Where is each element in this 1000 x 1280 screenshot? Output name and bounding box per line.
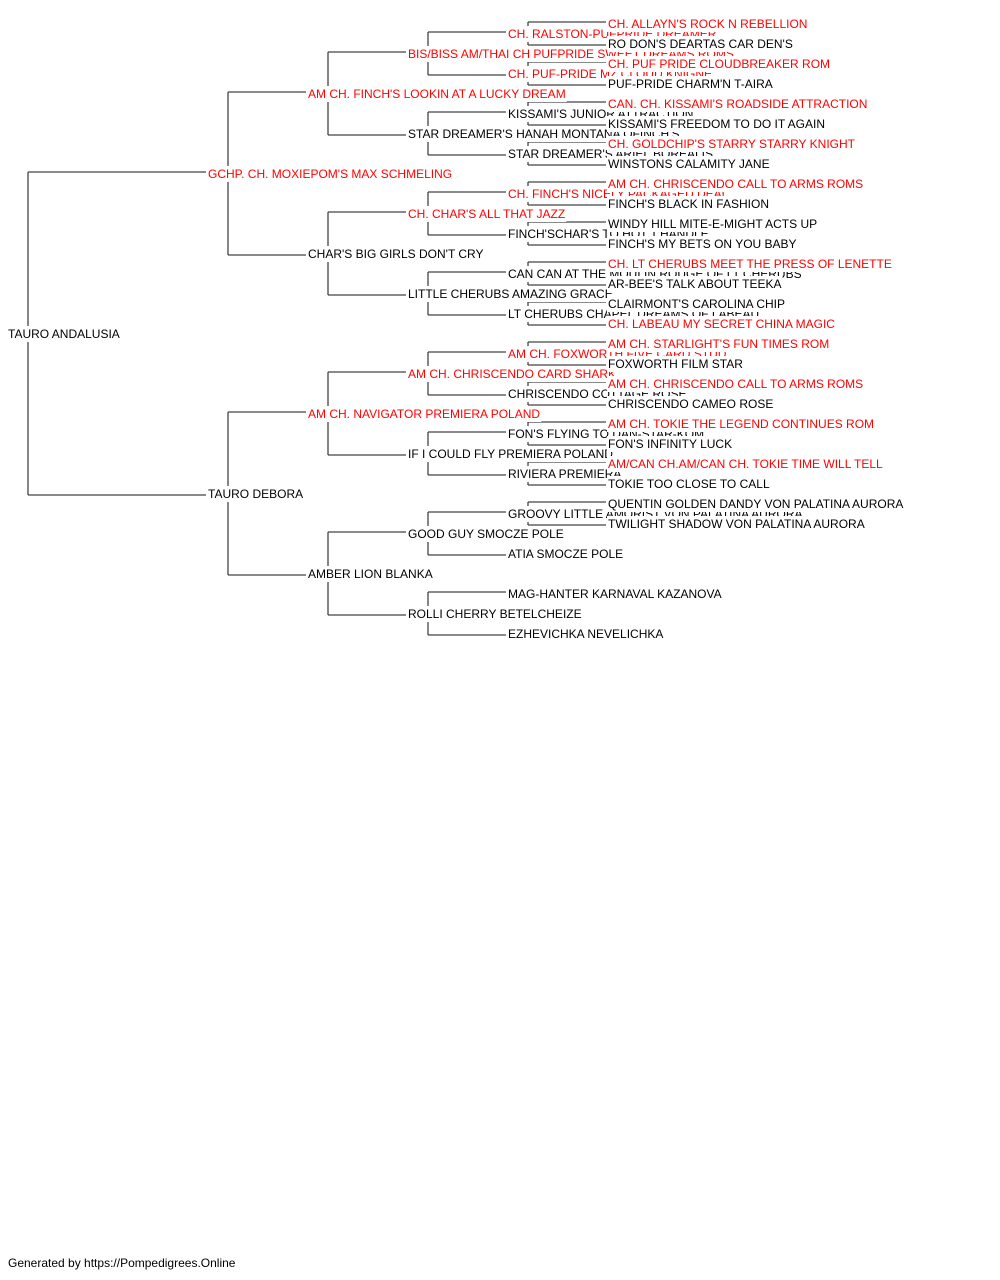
label-background xyxy=(607,436,734,452)
dog-name-gen3: IF I COULD FLY PREMIERA POLAND xyxy=(408,447,613,461)
label-background xyxy=(607,116,827,132)
dog-name-gen4: MAG-HANTER KARNAVAL KAZANOVA xyxy=(508,587,722,601)
dog-name-gen5: CHRISCENDO CAMEO ROSE xyxy=(608,397,773,411)
label-background xyxy=(307,86,567,102)
label-background xyxy=(407,366,618,382)
dog-name-gen5: KISSAMI'S FREEDOM TO DO IT AGAIN xyxy=(608,117,825,131)
dog-name-gen5: CH. GOLDCHIP'S STARRY STARRY KNIGHT xyxy=(608,137,856,151)
dog-name-gen3: GOOD GUY SMOCZE POLE xyxy=(408,527,564,541)
dog-name-gen5: CH. ALLAYN'S ROCK N REBELLION xyxy=(608,17,807,31)
dog-name-gen5: AM CH. TOKIE THE LEGEND CONTINUES ROM xyxy=(608,417,874,431)
dog-name-gen1: TAURO DEBORA xyxy=(208,487,303,501)
label-background xyxy=(407,606,583,622)
dog-name-gen5: FON'S INFINITY LUCK xyxy=(608,437,732,451)
label-background xyxy=(607,376,865,392)
label-background xyxy=(7,326,121,342)
label-background xyxy=(607,276,783,292)
dog-name-gen3: ROLLI CHERRY BETELCHEIZE xyxy=(408,607,582,621)
dog-name-gen5: FINCH'S BLACK IN FASHION xyxy=(608,197,769,211)
dog-name-gen2: AM CH. NAVIGATOR PREMIERA POLAND xyxy=(308,407,540,421)
dog-name-gen5: WINDY HILL MITE-E-MIGHT ACTS UP xyxy=(608,217,817,231)
label-background xyxy=(607,136,857,152)
label-background xyxy=(607,496,905,512)
label-background xyxy=(607,336,831,352)
dog-name-gen3: CH. CHAR'S ALL THAT JAZZ xyxy=(408,207,565,221)
dog-name-gen5: TOKIE TOO CLOSE TO CALL xyxy=(608,477,770,491)
label-background xyxy=(607,156,771,172)
dog-name-gen5: CH. LT CHERUBS MEET THE PRESS OF LENETTE xyxy=(608,257,892,271)
label-background xyxy=(407,526,565,542)
footer-credit: Generated by https://Pompedigrees.Online xyxy=(8,1256,236,1270)
dog-name-gen4: RIVIERA PREMIERA xyxy=(508,467,621,481)
label-background xyxy=(607,16,809,32)
dog-name-gen3: AM CH. CHRISCENDO CARD SHARK xyxy=(408,367,616,381)
label-background xyxy=(607,76,774,92)
dog-name-gen5: AM CH. CHRISCENDO CALL TO ARMS ROMS xyxy=(608,377,863,391)
label-background xyxy=(607,256,893,272)
label-background xyxy=(607,356,745,372)
label-background xyxy=(607,216,819,232)
label-background xyxy=(607,476,771,492)
dog-name-gen5: TWILIGHT SHADOW VON PALATINA AURORA xyxy=(608,517,865,531)
label-background xyxy=(307,566,434,582)
label-background xyxy=(607,56,832,72)
label-background xyxy=(207,486,305,502)
label-background xyxy=(607,36,794,52)
label-background xyxy=(307,246,485,262)
dog-name-gen5: CH. LABEAU MY SECRET CHINA MAGIC xyxy=(608,317,835,331)
label-background xyxy=(507,466,623,482)
dog-name-gen2: AM CH. FINCH'S LOOKIN AT A LUCKY DREAM xyxy=(308,87,566,101)
label-background xyxy=(507,586,723,602)
label-background xyxy=(407,286,614,302)
dog-name-gen4: ATIA SMOCZE POLE xyxy=(508,547,623,561)
label-background xyxy=(607,416,876,432)
dog-name-gen5: AM CH. STARLIGHT'S FUN TIMES ROM xyxy=(608,337,829,351)
dog-name-gen5: FINCH'S MY BETS ON YOU BABY xyxy=(608,237,797,251)
dog-name-gen1: GCHP. CH. MOXIEPOM'S MAX SCHMELING xyxy=(208,167,452,181)
dog-name-gen5: PUF-PRIDE CHARM'N T-AIRA xyxy=(608,77,773,91)
dog-name-gen5: WINSTONS CALAMITY JANE xyxy=(608,157,770,171)
dog-name-gen5: CH. PUF PRIDE CLOUDBREAKER ROM xyxy=(608,57,830,71)
label-background xyxy=(607,456,885,472)
dog-name-gen5: AM/CAN CH.AM/CAN CH. TOKIE TIME WILL TEL… xyxy=(608,457,883,471)
dog-name-gen5: AM CH. CHRISCENDO CALL TO ARMS ROMS xyxy=(608,177,863,191)
label-background xyxy=(507,546,625,562)
dog-name-gen5: CLAIRMONT'S CAROLINA CHIP xyxy=(608,297,785,311)
dog-name-gen2: AMBER LION BLANKA xyxy=(308,567,433,581)
dog-name-gen5: RO DON'S DEARTAS CAR DEN'S xyxy=(608,37,793,51)
dog-name-gen3: LITTLE CHERUBS AMAZING GRACE xyxy=(408,287,613,301)
label-background xyxy=(307,406,542,422)
label-background xyxy=(607,196,770,212)
dog-name-gen5: AR-BEE'S TALK ABOUT TEEKA xyxy=(608,277,781,291)
label-background xyxy=(407,206,567,222)
label-background xyxy=(207,166,454,182)
label-background xyxy=(407,446,615,462)
label-background xyxy=(607,316,837,332)
dog-name-gen5: FOXWORTH FILM STAR xyxy=(608,357,743,371)
label-background xyxy=(507,626,665,642)
label-background xyxy=(607,296,786,312)
dog-name-gen5: CAN. CH. KISSAMI'S ROADSIDE ATTRACTION xyxy=(608,97,867,111)
label-background xyxy=(607,176,865,192)
label-background xyxy=(607,396,775,412)
dog-name-gen2: CHAR'S BIG GIRLS DON'T CRY xyxy=(308,247,484,261)
dog-name-gen4: EZHEVICHKA NEVELICHKA xyxy=(508,627,663,641)
label-background xyxy=(607,516,866,532)
dog-name-gen5: QUENTIN GOLDEN DANDY VON PALATINA AURORA xyxy=(608,497,903,511)
label-background xyxy=(607,96,869,112)
label-background xyxy=(607,236,798,252)
dog-name-gen0: TAURO ANDALUSIA xyxy=(8,327,120,341)
